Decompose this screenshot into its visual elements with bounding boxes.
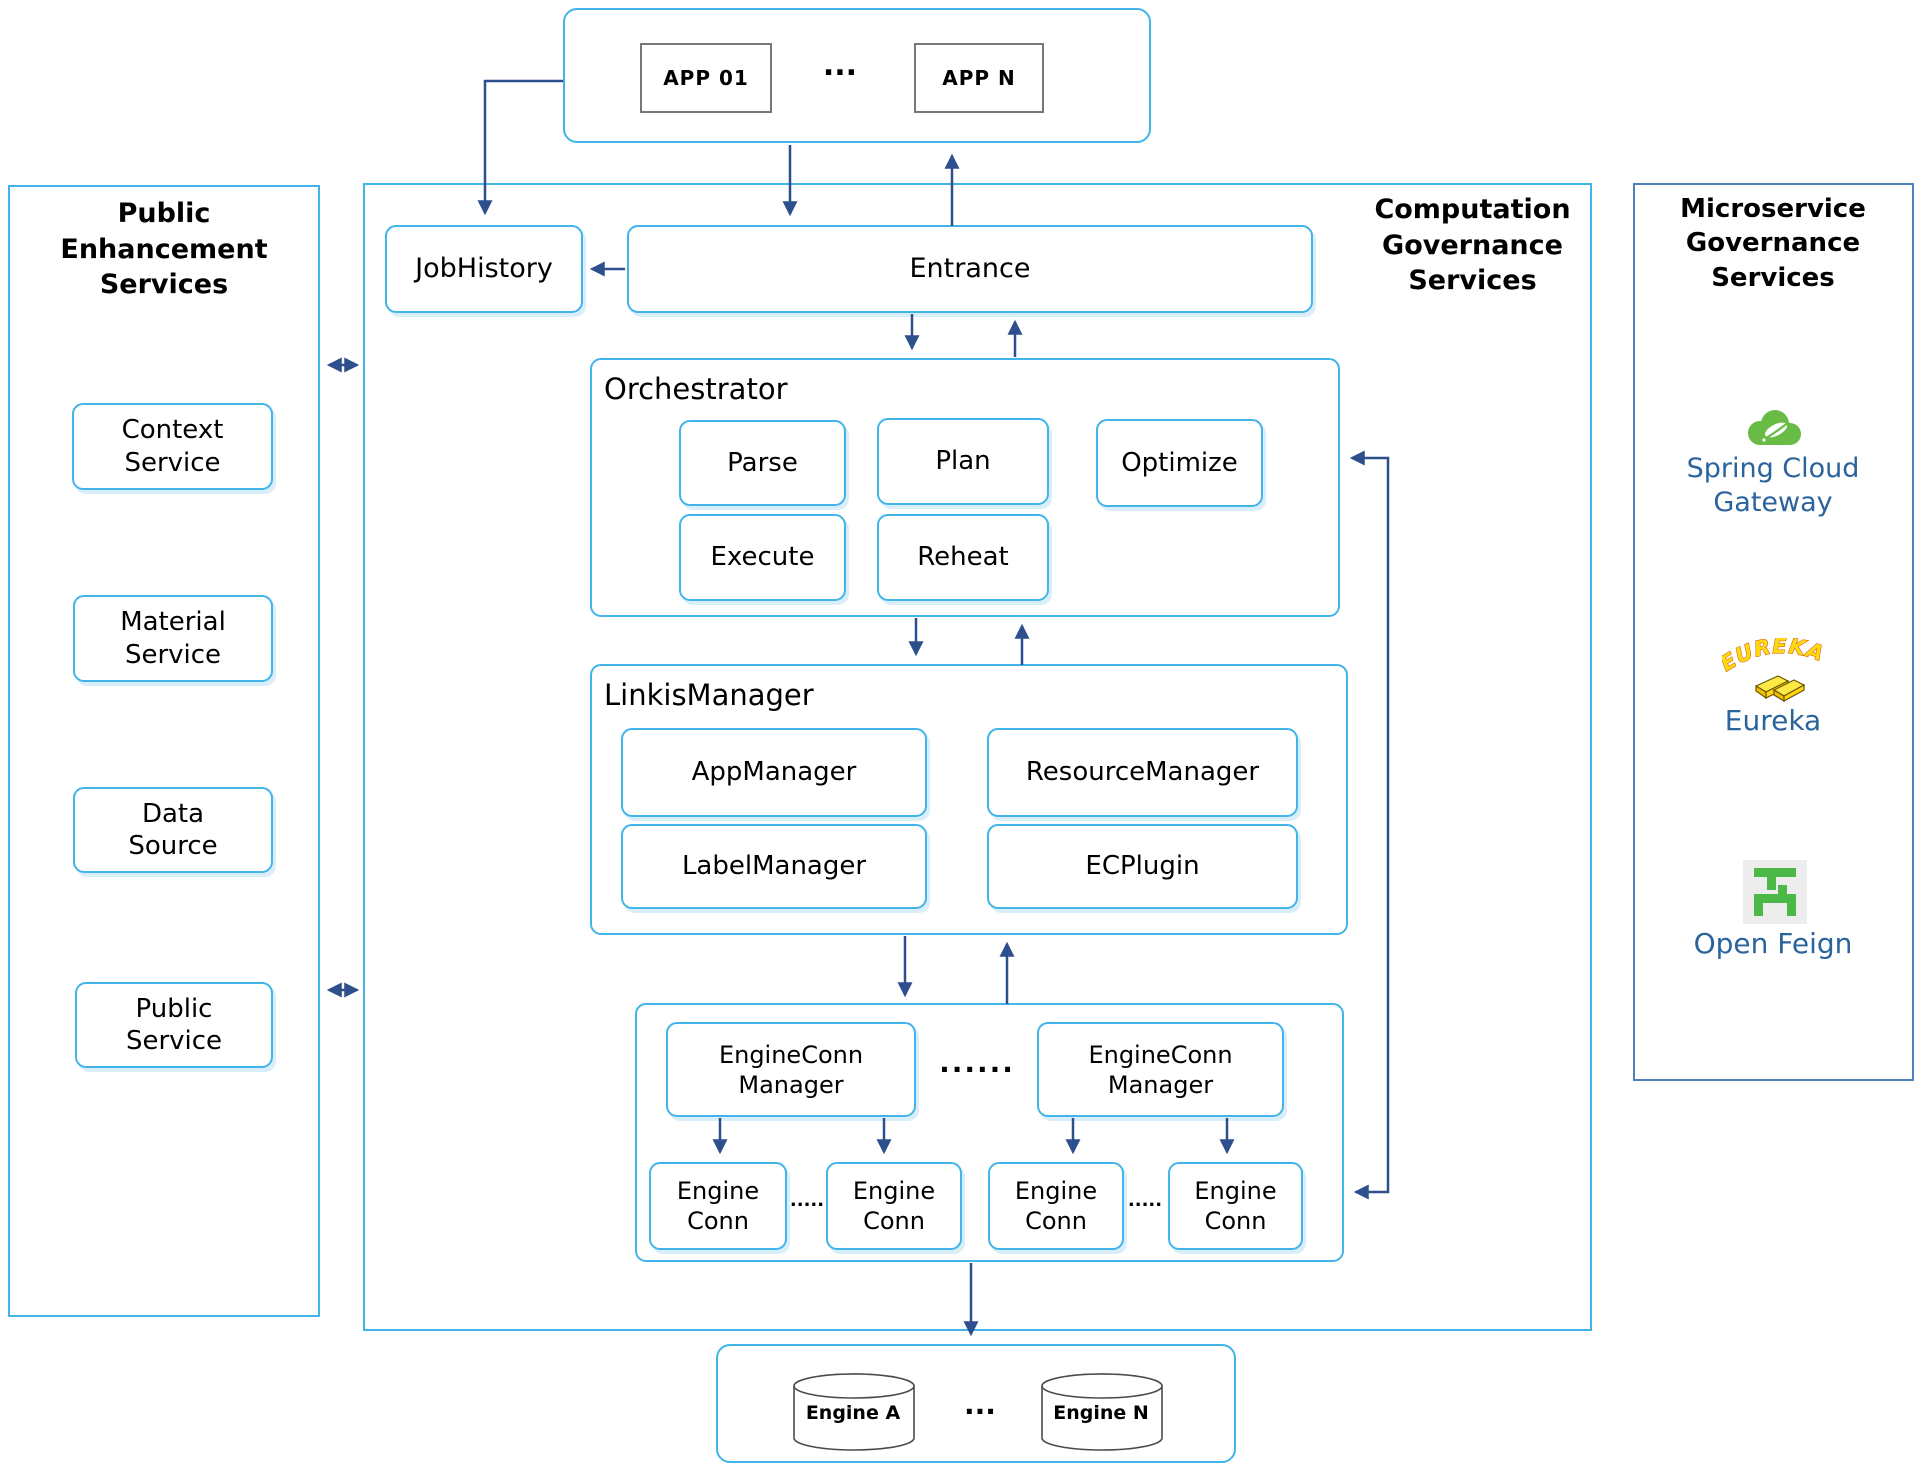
engine-conn-ellipsis-2: ..... xyxy=(1127,1190,1163,1211)
engine-conn-2-label: Engine Conn xyxy=(852,1177,936,1235)
engine-conn-box-1: Engine Conn xyxy=(649,1162,787,1250)
engine-conn-manager-1-label: EngineConn Manager xyxy=(718,1040,864,1099)
microservice-governance-panel xyxy=(1633,183,1914,1081)
app-01-box: APP 01 xyxy=(640,43,772,113)
app-manager-box: AppManager xyxy=(621,728,927,817)
resource-manager-box: ResourceManager xyxy=(987,728,1298,817)
manager-ellipsis: ...... xyxy=(939,1046,1015,1079)
linkis-manager-label: LinkisManager xyxy=(604,678,814,712)
optimize-box: Optimize xyxy=(1096,419,1263,507)
engine-conn-manager-2-label: EngineConn Manager xyxy=(1088,1040,1233,1099)
label-manager-box: LabelManager xyxy=(621,824,927,909)
app-manager-label: AppManager xyxy=(691,757,857,788)
orchestrator-label: Orchestrator xyxy=(604,372,788,406)
data-source-box: Data Source xyxy=(73,787,273,873)
eureka-logo-text: EUREKA xyxy=(1722,638,1826,677)
entrance-label: Entrance xyxy=(909,253,1031,285)
reheat-label: Reheat xyxy=(917,542,1009,573)
engine-conn-manager-1-box: EngineConn Manager xyxy=(666,1022,916,1117)
eureka-label: Eureka xyxy=(1724,704,1822,737)
computation-governance-title: Computation Governance Services xyxy=(1374,194,1571,297)
engine-a-cylinder xyxy=(793,1373,915,1451)
public-enhancement-title: Public Enhancement Services xyxy=(60,198,268,301)
job-history-box: JobHistory xyxy=(385,225,583,313)
app-01-label: APP 01 xyxy=(663,66,749,90)
optimize-label: Optimize xyxy=(1121,447,1238,478)
open-feign-icon xyxy=(1743,860,1807,924)
open-feign-label: Open Feign xyxy=(1693,927,1853,960)
public-enhancement-panel xyxy=(8,185,320,1317)
data-source-label: Data Source xyxy=(128,798,218,862)
context-service-box: Context Service xyxy=(72,403,273,490)
engine-n-label: Engine N xyxy=(1053,1402,1149,1424)
microservice-governance-title: Microservice Governance Services xyxy=(1680,194,1866,293)
plan-label: Plan xyxy=(935,446,991,477)
engine-conn-box-2: Engine Conn xyxy=(826,1162,962,1250)
engine-ellipsis: ... xyxy=(964,1388,996,1421)
svg-text:EUREKA: EUREKA xyxy=(1722,638,1826,676)
app-n-box: APP N xyxy=(914,43,1044,113)
eureka-icon: EUREKA xyxy=(1722,638,1826,702)
spring-cloud-icon xyxy=(1748,410,1801,445)
resource-manager-label: ResourceManager xyxy=(1025,757,1260,788)
plan-box: Plan xyxy=(877,418,1049,505)
app-ellipsis: ... xyxy=(822,48,858,83)
execute-label: Execute xyxy=(710,542,815,573)
label-manager-label: LabelManager xyxy=(681,851,867,882)
engine-conn-box-3: Engine Conn xyxy=(988,1162,1124,1250)
app-n-label: APP N xyxy=(942,66,1016,90)
engine-conn-4-label: Engine Conn xyxy=(1194,1177,1277,1235)
public-service-label: Public Service xyxy=(125,993,223,1057)
context-service-label: Context Service xyxy=(121,415,224,478)
execute-box: Execute xyxy=(679,514,846,601)
engine-conn-ellipsis-1: ..... xyxy=(789,1190,825,1211)
material-service-label: Material Service xyxy=(120,607,226,670)
engine-n-cylinder xyxy=(1041,1373,1163,1451)
engine-conn-1-label: Engine Conn xyxy=(676,1177,760,1235)
entrance-box: Entrance xyxy=(627,225,1313,313)
parse-label: Parse xyxy=(727,447,798,478)
engine-a-label: Engine A xyxy=(805,1402,901,1424)
reheat-box: Reheat xyxy=(877,514,1049,601)
engine-conn-box-4: Engine Conn xyxy=(1168,1162,1303,1250)
engine-conn-3-label: Engine Conn xyxy=(1014,1177,1098,1235)
public-service-box: Public Service xyxy=(75,982,273,1068)
parse-box: Parse xyxy=(679,420,846,506)
ec-plugin-label: ECPlugin xyxy=(1085,851,1200,882)
job-history-label: JobHistory xyxy=(415,253,553,285)
material-service-box: Material Service xyxy=(73,595,273,682)
ec-plugin-box: ECPlugin xyxy=(987,824,1298,909)
spring-cloud-gateway-label: Spring Cloud Gateway xyxy=(1686,453,1860,518)
engine-conn-manager-2-box: EngineConn Manager xyxy=(1037,1022,1284,1117)
